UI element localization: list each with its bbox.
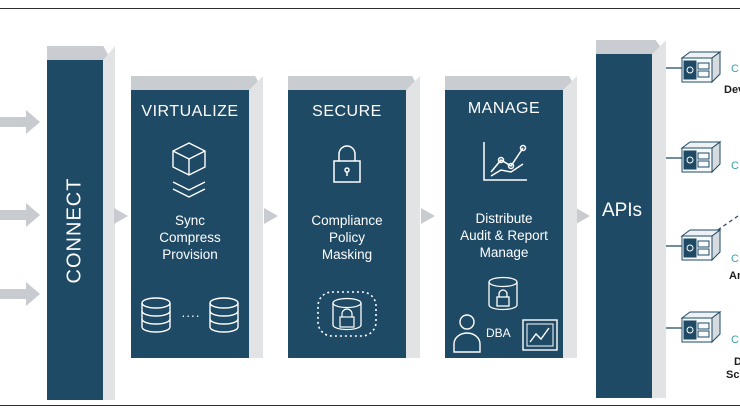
input-arrow-icon (0, 110, 40, 134)
database-icon (141, 297, 171, 333)
virtualize-line: Compress (159, 230, 221, 245)
secure-line: Masking (321, 247, 373, 262)
virtualize-line: Sync (174, 213, 205, 228)
server-cube-icon (680, 311, 722, 344)
server-cube-icon (680, 229, 722, 262)
padlock-icon (333, 145, 361, 183)
top-border-line (0, 8, 740, 9)
input-arrows (0, 110, 40, 306)
secure-line: Policy (328, 230, 365, 245)
client-number: C (731, 160, 739, 172)
client-label: An (729, 270, 740, 282)
secure-title: SECURE (312, 103, 382, 120)
apis-label: APIs (601, 200, 643, 221)
manage-text: Distribute Audit & Report Manage (445, 210, 563, 261)
input-arrow-icon (0, 282, 40, 306)
input-arrow-icon (0, 203, 40, 227)
flow-arrow-icon (114, 208, 128, 224)
client-number: C (731, 253, 739, 265)
server-cube-icon (680, 51, 722, 84)
virtualize-text: Sync Compress Provision (131, 212, 249, 263)
flow-arrow-icon (576, 208, 590, 224)
person-icon (453, 314, 481, 353)
database-icon (209, 297, 239, 333)
client-connector-lines (666, 67, 684, 329)
locked-database-icon (488, 276, 518, 311)
manage-line: Distribute (475, 211, 533, 226)
ellipsis-text: .... (181, 305, 201, 320)
client-label: Dev (724, 84, 740, 96)
flow-arrow-icon (264, 208, 278, 224)
secure-text: Compliance Policy Masking (288, 212, 406, 263)
masked-database-icon (317, 291, 377, 337)
manage-line: Manage (479, 245, 529, 260)
client-label: D (734, 356, 740, 368)
cube-stack-icon (172, 142, 206, 198)
line-chart-icon (483, 142, 527, 181)
connect-label: CONNECT (63, 177, 86, 283)
manage-title: MANAGE (467, 100, 541, 117)
bottom-border-line (0, 405, 740, 406)
manage-line: Audit & Report (460, 228, 548, 243)
server-cube-icon (680, 141, 722, 174)
dba-label: DBA (486, 326, 511, 340)
virtualize-line: Provision (162, 247, 218, 262)
monitor-chart-icon (522, 319, 558, 351)
client-number: C (731, 334, 739, 346)
client-number: C (731, 63, 739, 75)
client-label: Sci (726, 369, 740, 381)
secure-line: Compliance (311, 213, 383, 228)
virtualize-title: VIRTUALIZE (141, 103, 239, 120)
flow-arrow-icon (421, 208, 435, 224)
